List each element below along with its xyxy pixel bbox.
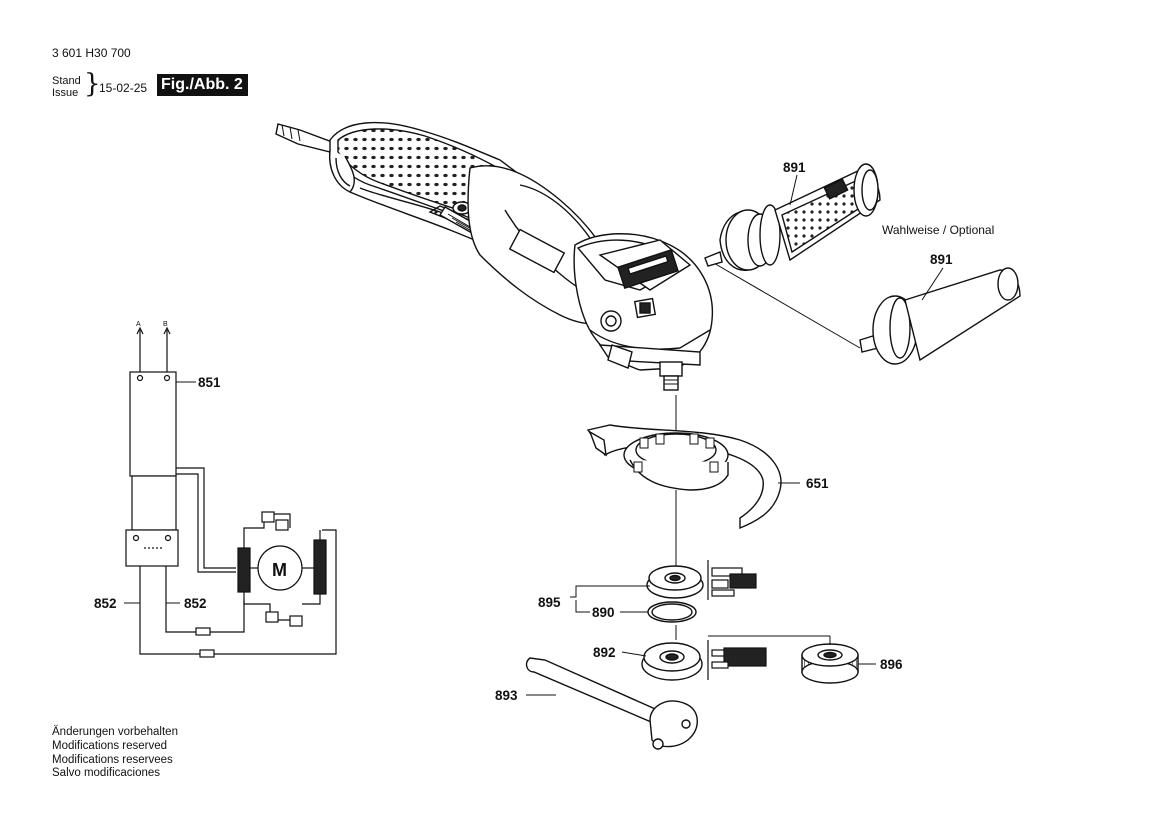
part-label-852-right: 852	[184, 596, 207, 611]
spanner-wrench-893	[525, 657, 698, 750]
document-number: 3 601 H30 700	[52, 46, 131, 60]
part-label-651: 651	[806, 476, 829, 491]
o-ring-890	[647, 601, 697, 623]
wheel-guard	[586, 395, 782, 530]
terminal-a-label: A	[136, 321, 141, 328]
part-label-891-upper: 891	[783, 160, 806, 175]
motor-label: M	[272, 560, 287, 580]
part-label-892: 892	[593, 645, 616, 660]
part-label-895: 895	[538, 595, 561, 610]
side-handle-upper	[704, 163, 881, 349]
wiring-diagram	[125, 326, 337, 658]
grinder-body	[275, 121, 714, 391]
modifications-note: Änderungen vorbehalten Modifications res…	[52, 726, 178, 781]
footer-line-en: Modifications reserved	[52, 739, 168, 752]
side-handle-lower	[859, 267, 1021, 365]
footer-line-de: Änderungen vorbehalten	[52, 726, 178, 738]
footer-line-es: Salvo modificaciones	[52, 767, 161, 780]
part-label-890: 890	[592, 605, 615, 620]
part-label-851: 851	[198, 375, 221, 390]
part-label-891-lower: 891	[930, 252, 953, 267]
part-label-852-left: 852	[94, 596, 117, 611]
quick-nut-896	[708, 635, 859, 684]
part-label-893: 893	[495, 688, 518, 703]
issue-label: Issue	[52, 87, 79, 99]
optional-note: Wahlweise / Optional	[882, 223, 994, 237]
terminal-b-label: B	[163, 321, 168, 328]
flange-895	[646, 490, 704, 599]
brace-glyph: }	[84, 69, 101, 99]
stand-issue-label: Stand Issue	[52, 75, 81, 99]
footer-line-fr: Modifications reservees	[52, 753, 173, 766]
leader-lines	[124, 174, 944, 696]
flange-892	[641, 625, 703, 681]
issue-date: 15-02-25	[99, 81, 148, 95]
figure-label: Fig./Abb. 2	[157, 74, 248, 96]
stand-label: Stand	[52, 75, 81, 87]
part-label-896: 896	[880, 657, 903, 672]
flange-section-icon	[707, 560, 767, 680]
